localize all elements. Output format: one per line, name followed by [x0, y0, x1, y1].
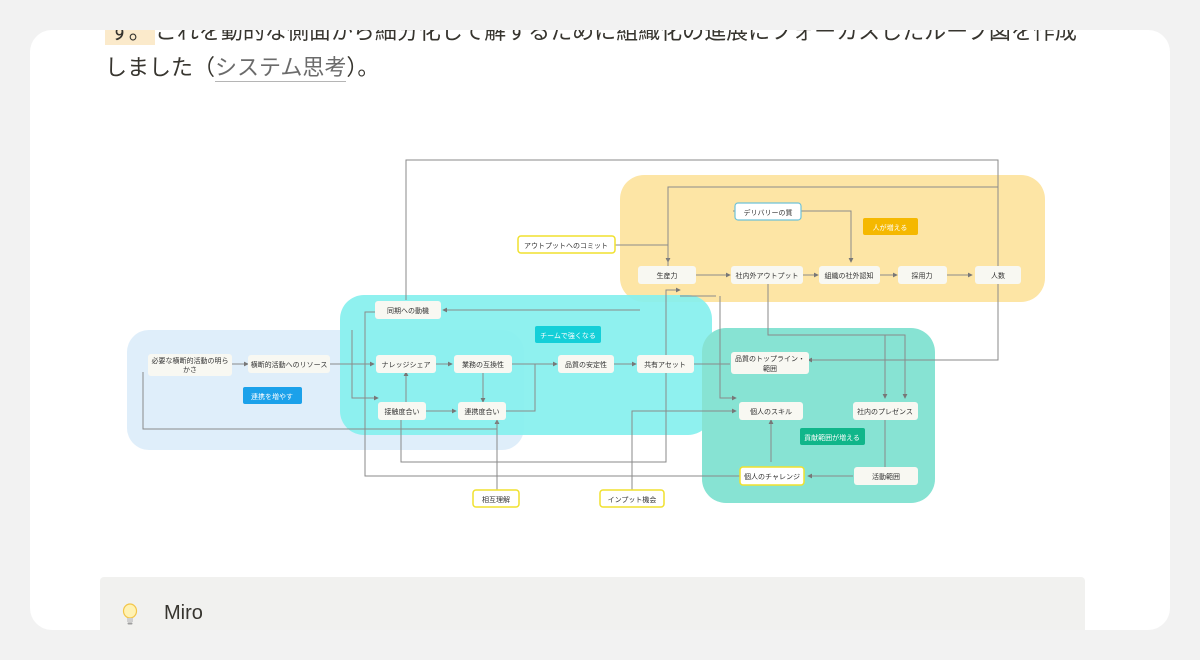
diagram-nodes: デリバリーの質 アウトプットへのコミット 生産力 社内外アウトプット 組織の社外… [148, 202, 1021, 508]
svg-text:デリバリーの質: デリバリーの質 [744, 208, 793, 217]
svg-text:アウトプットへのコミット: アウトプットへのコミット [524, 242, 608, 250]
node-org-awareness: 組織の社外認知 [819, 266, 880, 284]
svg-text:人数: 人数 [991, 271, 1005, 280]
node-shared-assets: 共有アセット [637, 355, 694, 373]
contrib-group-badge [800, 428, 865, 445]
svg-text:連携度合い: 連携度合い [465, 407, 500, 416]
node-hiring: 採用力 [898, 266, 947, 284]
svg-text:共有アセット: 共有アセット [644, 360, 686, 369]
svg-text:組織の社外認知: 組織の社外認知 [825, 271, 874, 280]
node-inout-output: 社内外アウトプット [731, 266, 803, 284]
node-individual-challenge: 個人のチャレンジ [739, 466, 805, 486]
svg-text:範囲: 範囲 [763, 364, 777, 373]
svg-text:社内外アウトプット: 社内外アウトプット [736, 271, 799, 280]
svg-text:かさ: かさ [183, 366, 197, 374]
paragraph-text: しました（ [105, 56, 216, 81]
paragraph-text: これを動的な側面から細分化して解するために組織化の進展にフォーカスしたループ図を… [154, 30, 1077, 45]
svg-text:相互理解: 相互理解 [482, 495, 510, 504]
node-individual-skill: 個人のスキル [739, 402, 803, 420]
people-group-label: 人が増える [873, 223, 908, 232]
node-cross-resources: 横断的活動へのリソース [248, 355, 330, 373]
node-output-commit: アウトプットへのコミット [517, 235, 616, 254]
svg-text:インプット機会: インプット機会 [608, 495, 657, 504]
node-motivation-peers: 同期への動機 [375, 301, 441, 319]
node-productivity: 生産力 [638, 266, 696, 284]
callout-box: Miro [100, 577, 1085, 630]
collab-group-label: 連携を増やす [251, 392, 293, 401]
svg-text:採用力: 採用力 [912, 271, 933, 280]
contrib-group-label: 貢献範囲が増える [804, 433, 860, 442]
people-group-badge [863, 218, 918, 235]
node-mutual-understanding: 相互理解 [472, 489, 520, 508]
svg-text:同期への動機: 同期への動機 [387, 306, 429, 315]
lightbulb-icon [122, 603, 138, 625]
node-activity-scope: 活動範囲 [854, 467, 918, 485]
team-group-badge [535, 326, 601, 343]
svg-text:必要な横断的活動の明ら: 必要な横断的活動の明ら [152, 356, 229, 365]
collab-group-badge [243, 387, 302, 404]
svg-text:ナレッジシェア: ナレッジシェア [382, 361, 431, 369]
svg-text:業務の互換性: 業務の互換性 [462, 360, 504, 369]
svg-text:接触度合い: 接触度合い [385, 407, 420, 416]
svg-text:活動範囲: 活動範囲 [872, 472, 900, 481]
team-group-area [340, 295, 712, 435]
node-delivery-quality: デリバリーの質 [734, 202, 802, 221]
article-paragraph-line2: しました（システム思考）。 [105, 54, 379, 84]
team-group-label: チームで強くなる [540, 332, 596, 340]
node-quality-stability: 品質の安定性 [558, 355, 614, 373]
group-badges: 人が増える チームで強くなる 連携を増やす 貢献範囲が増える [243, 218, 918, 445]
svg-text:個人のスキル: 個人のスキル [750, 407, 792, 416]
svg-text:横断的活動へのリソース: 横断的活動へのリソース [251, 360, 328, 369]
connector-lines [142, 159, 999, 490]
svg-text:品質のトップライン・: 品質のトップライン・ [735, 354, 805, 363]
node-headcount: 人数 [975, 266, 1021, 284]
node-topline: 品質のトップライン・ 範囲 [731, 352, 809, 374]
node-internal-presence: 社内のプレゼンス [853, 402, 918, 420]
callout-title: Miro [164, 602, 203, 624]
node-task-interchange: 業務の互換性 [454, 355, 512, 373]
node-contact-degree: 接触度合い [378, 402, 426, 420]
node-input-opportunity: インプット機会 [599, 489, 665, 508]
highlighted-text: す。 [105, 30, 155, 45]
node-knowledge-share: ナレッジシェア [376, 355, 436, 373]
node-collab-degree: 連携度合い [458, 402, 506, 420]
svg-text:社内のプレゼンス: 社内のプレゼンス [857, 407, 913, 416]
svg-text:品質の安定性: 品質の安定性 [565, 360, 607, 369]
svg-text:生産力: 生産力 [657, 271, 678, 280]
article-paragraph-line1: す。これを動的な側面から細分化して解するために組織化の進展にフォーカスしたループ… [105, 30, 1077, 48]
system-thinking-link[interactable]: システム思考 [215, 56, 347, 82]
paragraph-text: ）。 [346, 56, 380, 81]
node-need-cross: 必要な横断的活動の明ら かさ [148, 354, 232, 376]
svg-text:個人のチャレンジ: 個人のチャレンジ [744, 472, 800, 481]
